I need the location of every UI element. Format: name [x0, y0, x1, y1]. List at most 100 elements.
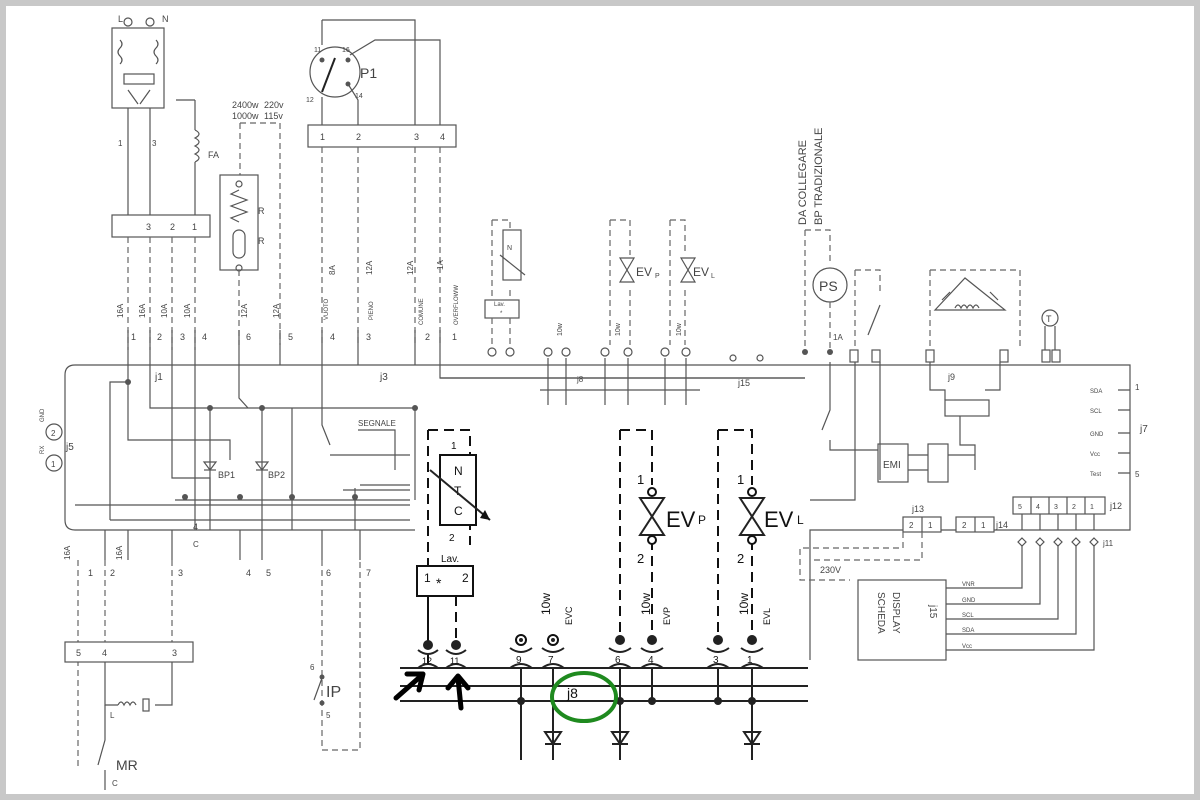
svg-text:T: T	[454, 484, 462, 498]
svg-text:1: 1	[637, 472, 644, 487]
svg-text:j8: j8	[576, 375, 584, 384]
svg-text:GND: GND	[1090, 432, 1104, 438]
svg-text:1: 1	[737, 472, 744, 487]
heater-power: 1000w	[232, 111, 259, 121]
heater-power: 2400w	[232, 100, 259, 110]
p1-label: P1	[360, 65, 377, 81]
svg-text:1: 1	[451, 441, 457, 452]
strip-pin: 2	[356, 132, 361, 142]
strip-pin: 3	[146, 222, 151, 232]
line-label: L	[118, 14, 123, 24]
svg-text:1: 1	[981, 521, 986, 530]
svg-text:j9: j9	[947, 372, 955, 382]
svg-text:5: 5	[1018, 504, 1022, 511]
top-connector-pins	[127, 330, 441, 365]
scheda-display: 230V SCHEDA DISPLAY j15 VNR GND SCL SDA …	[799, 532, 1095, 661]
svg-text:5: 5	[326, 711, 331, 720]
annotation-arrows	[393, 671, 471, 711]
svg-text:GND: GND	[962, 598, 976, 604]
svg-text:5: 5	[288, 332, 293, 342]
svg-text:P: P	[698, 513, 706, 527]
heater-r: R	[258, 236, 265, 246]
mr-block: 5 4 3 L MR C	[64, 641, 194, 790]
svg-text:10w: 10w	[676, 322, 683, 336]
svg-text:1: 1	[1090, 504, 1094, 511]
svg-text:*: *	[500, 311, 503, 317]
evp-label: EV	[666, 507, 696, 532]
heater-voltage: 220v	[264, 100, 284, 110]
j8-highlight-circle	[550, 671, 618, 723]
svg-text:16A: 16A	[63, 545, 72, 560]
bp1-label: BP1	[218, 470, 235, 480]
svg-text:*: *	[436, 575, 442, 591]
svg-text:1A: 1A	[436, 260, 445, 270]
svg-text:4: 4	[102, 648, 107, 658]
svg-text:5: 5	[1135, 470, 1140, 479]
svg-text:2: 2	[449, 533, 455, 544]
svg-text:12A: 12A	[272, 303, 281, 318]
emi-section: j9 EMI	[810, 362, 1001, 501]
svg-text:3: 3	[180, 332, 185, 342]
svg-text:1: 1	[51, 460, 56, 469]
neutral-label: N	[162, 14, 169, 24]
svg-text:4: 4	[1036, 504, 1040, 511]
svg-text:12A: 12A	[406, 260, 415, 275]
svg-text:3: 3	[172, 648, 177, 658]
svg-text:EVC: EVC	[564, 606, 574, 625]
triacs	[543, 731, 762, 746]
svg-text:10w: 10w	[615, 322, 622, 336]
svg-text:9: 9	[516, 655, 522, 666]
lav-label: Lav.	[441, 554, 459, 565]
svg-text:j12: j12	[1109, 501, 1122, 511]
connectors-j12-j14: j13 2 1 2 1 j14 5 4 3 2 1 j12 j11	[902, 496, 1122, 548]
svg-text:1A: 1A	[833, 333, 843, 342]
svg-text:Test: Test	[1090, 472, 1101, 478]
heater-voltage: 115v	[264, 111, 283, 121]
svg-text:16A: 16A	[138, 303, 147, 318]
svg-text:EV: EV	[636, 265, 652, 279]
svg-text:2: 2	[637, 551, 644, 566]
valve-evl: 1 2 EV L	[717, 429, 804, 640]
svg-text:P: P	[655, 273, 660, 280]
svg-text:2: 2	[1072, 504, 1076, 511]
svg-text:SCHEDA: SCHEDA	[875, 592, 886, 634]
svg-text:2: 2	[962, 521, 967, 530]
svg-text:1: 1	[452, 332, 457, 342]
svg-text:SDA: SDA	[1090, 389, 1102, 395]
terminal-strip-left	[111, 214, 211, 238]
svg-text:j13: j13	[911, 504, 924, 514]
connector-j5: 2 1 GND RX j5	[40, 408, 74, 472]
ntc-sensor: 1 N T C 2 Lav. 1 * 2	[416, 429, 491, 665]
svg-text:4: 4	[202, 332, 207, 342]
svg-text:10A: 10A	[183, 303, 192, 318]
svg-text:DISPLAY: DISPLAY	[890, 592, 901, 634]
svg-text:3: 3	[713, 655, 719, 666]
svg-text:4: 4	[193, 522, 198, 532]
svg-text:T: T	[1046, 314, 1052, 324]
svg-text:3: 3	[152, 139, 157, 148]
svg-text:1: 1	[747, 655, 753, 666]
svg-text:8A: 8A	[328, 265, 337, 275]
connector-j7: SDA SCL GND Vcc Test 1 5 j7	[1090, 383, 1148, 479]
svg-text:VUOTO: VUOTO	[324, 298, 330, 320]
svg-text:BP TRADIZIONALE: BP TRADIZIONALE	[813, 128, 825, 225]
svg-text:Lav.: Lav.	[494, 302, 505, 308]
svg-text:230V: 230V	[820, 565, 841, 575]
svg-text:SDA: SDA	[962, 628, 974, 634]
svg-text:L: L	[110, 711, 115, 720]
pressostat-p1: 11 16 12 14 P1 1 2 3 4	[306, 19, 457, 345]
p1-terminal: 12	[306, 97, 314, 104]
svg-text:11: 11	[450, 656, 459, 666]
svg-text:SCL: SCL	[1090, 409, 1102, 415]
strip-pin: 4	[440, 132, 445, 142]
bp-diodes: BP1 BP2	[202, 461, 285, 480]
svg-text:10w: 10w	[737, 593, 751, 615]
svg-text:7: 7	[548, 655, 554, 666]
svg-text:5: 5	[266, 568, 271, 578]
svg-text:Vcc: Vcc	[962, 644, 972, 650]
connector-j3: j3	[379, 372, 388, 383]
p1-terminal: 11	[314, 47, 321, 54]
emi-label: EMI	[883, 460, 901, 471]
svg-text:12A: 12A	[365, 260, 374, 275]
